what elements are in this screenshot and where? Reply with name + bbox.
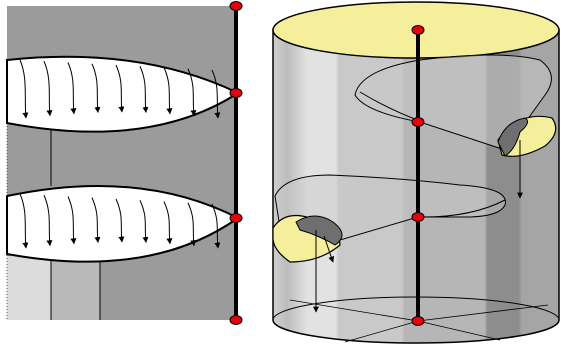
- left-marker-lower: [229, 213, 243, 223]
- left-marker-upper: [229, 88, 243, 98]
- bottom-light-strip: [7, 256, 51, 320]
- upper-flow-arrow: [115, 64, 125, 113]
- lower-flow-arrow: [187, 202, 197, 247]
- lower-drop-arrow-2: [323, 235, 335, 263]
- bottom-radial-2: [417, 304, 549, 322]
- right-marker-top: [411, 25, 425, 35]
- left-marker-top: [229, 1, 243, 11]
- upper-flow-arrow: [67, 62, 77, 115]
- lower-flow-arrow: [163, 201, 173, 245]
- bottom-radial-3: [344, 320, 419, 343]
- upper-cut-dark: [497, 117, 529, 157]
- lower-flow-arrow: [91, 197, 101, 244]
- right-marker-upper: [411, 117, 425, 127]
- lower-flow-arrow: [139, 200, 149, 244]
- right-markers: [411, 25, 425, 326]
- left-markers: [229, 1, 243, 325]
- lower-flow-arrow: [67, 196, 77, 245]
- right-marker-lower: [411, 212, 425, 222]
- lower-flow-arrow: [43, 195, 53, 247]
- bottom-radial-4: [417, 320, 501, 341]
- lower-flow-arrows: [19, 193, 221, 249]
- lower-flow-arrow: [19, 193, 29, 249]
- upper-flow-arrow: [91, 63, 101, 114]
- lower-flow-arrow: [115, 198, 125, 243]
- upper-flow-arrow: [139, 66, 149, 114]
- lower-sheet-back: [417, 199, 506, 218]
- bottom-radial-1: [289, 299, 419, 322]
- upper-flow-arrows: [19, 59, 221, 119]
- upper-flow-arrow: [19, 59, 29, 119]
- upper-flow-arrow: [211, 69, 221, 119]
- left-panel: [6, 1, 243, 325]
- lower-flow-arrow: [211, 203, 221, 249]
- right-marker-bottom: [411, 316, 425, 326]
- upper-flow-arrow: [187, 68, 197, 117]
- upper-flow-arrow: [43, 61, 53, 117]
- lower-cut-dark: [295, 215, 343, 246]
- bottom-mid-strip: [51, 256, 100, 320]
- left-marker-bottom: [229, 315, 243, 325]
- right-panel: [272, 1, 560, 344]
- upper-flow-arrow: [163, 67, 173, 115]
